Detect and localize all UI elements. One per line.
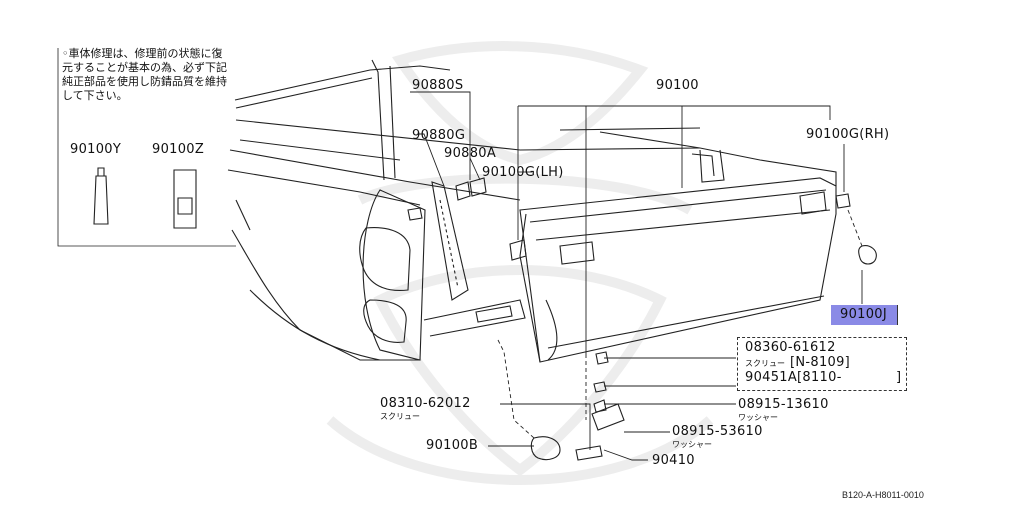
label-08360-61612: 08360-61612 <box>745 340 836 355</box>
label-08915-13610-sub: ワッシャー <box>738 413 778 422</box>
label-90451A: 90451A[8110- <box>745 370 842 385</box>
figure-code: B120-A-H8011-0010 <box>842 490 924 500</box>
label-08310-62012: 08310-62012 <box>380 396 471 411</box>
label-08310-sub: スクリュー <box>380 412 420 421</box>
repair-note: ◦車体修理は、修理前の状態に復元することが基本の為、必ず下記純正部品を使用し防錆… <box>62 47 232 103</box>
leader-lines <box>410 91 863 461</box>
label-90880A: 90880A <box>444 146 497 161</box>
label-90410: 90410 <box>652 453 695 468</box>
label-08915-13610: 08915-13610 <box>738 397 829 412</box>
label-90451A-end: ] <box>896 370 902 385</box>
label-90100B: 90100B <box>426 438 479 453</box>
label-90880S: 90880S <box>412 78 464 93</box>
part-group-box <box>737 337 907 391</box>
label-90100G-rh: 90100G(RH) <box>806 127 890 142</box>
label-08360-range: [N-8109] <box>790 355 851 370</box>
label-90880G: 90880G <box>412 128 466 143</box>
label-90100Z: 90100Z <box>152 142 205 157</box>
label-90100G-lh: 90100G(LH) <box>482 165 564 180</box>
highlighted-part-90100J[interactable]: 90100J <box>831 305 898 325</box>
label-08915-53610: 08915-53610 <box>672 424 763 439</box>
label-90100J: 90100J <box>840 307 887 322</box>
label-90100: 90100 <box>656 78 699 93</box>
body-lines <box>57 48 877 461</box>
label-08915-53610-sub: ワッシャー <box>672 440 712 449</box>
label-90100Y: 90100Y <box>70 142 122 157</box>
label-08360-sub: スクリュー <box>745 359 785 368</box>
repair-note-text: ◦車体修理は、修理前の状態に復元することが基本の為、必ず下記純正部品を使用し防錆… <box>62 47 227 102</box>
